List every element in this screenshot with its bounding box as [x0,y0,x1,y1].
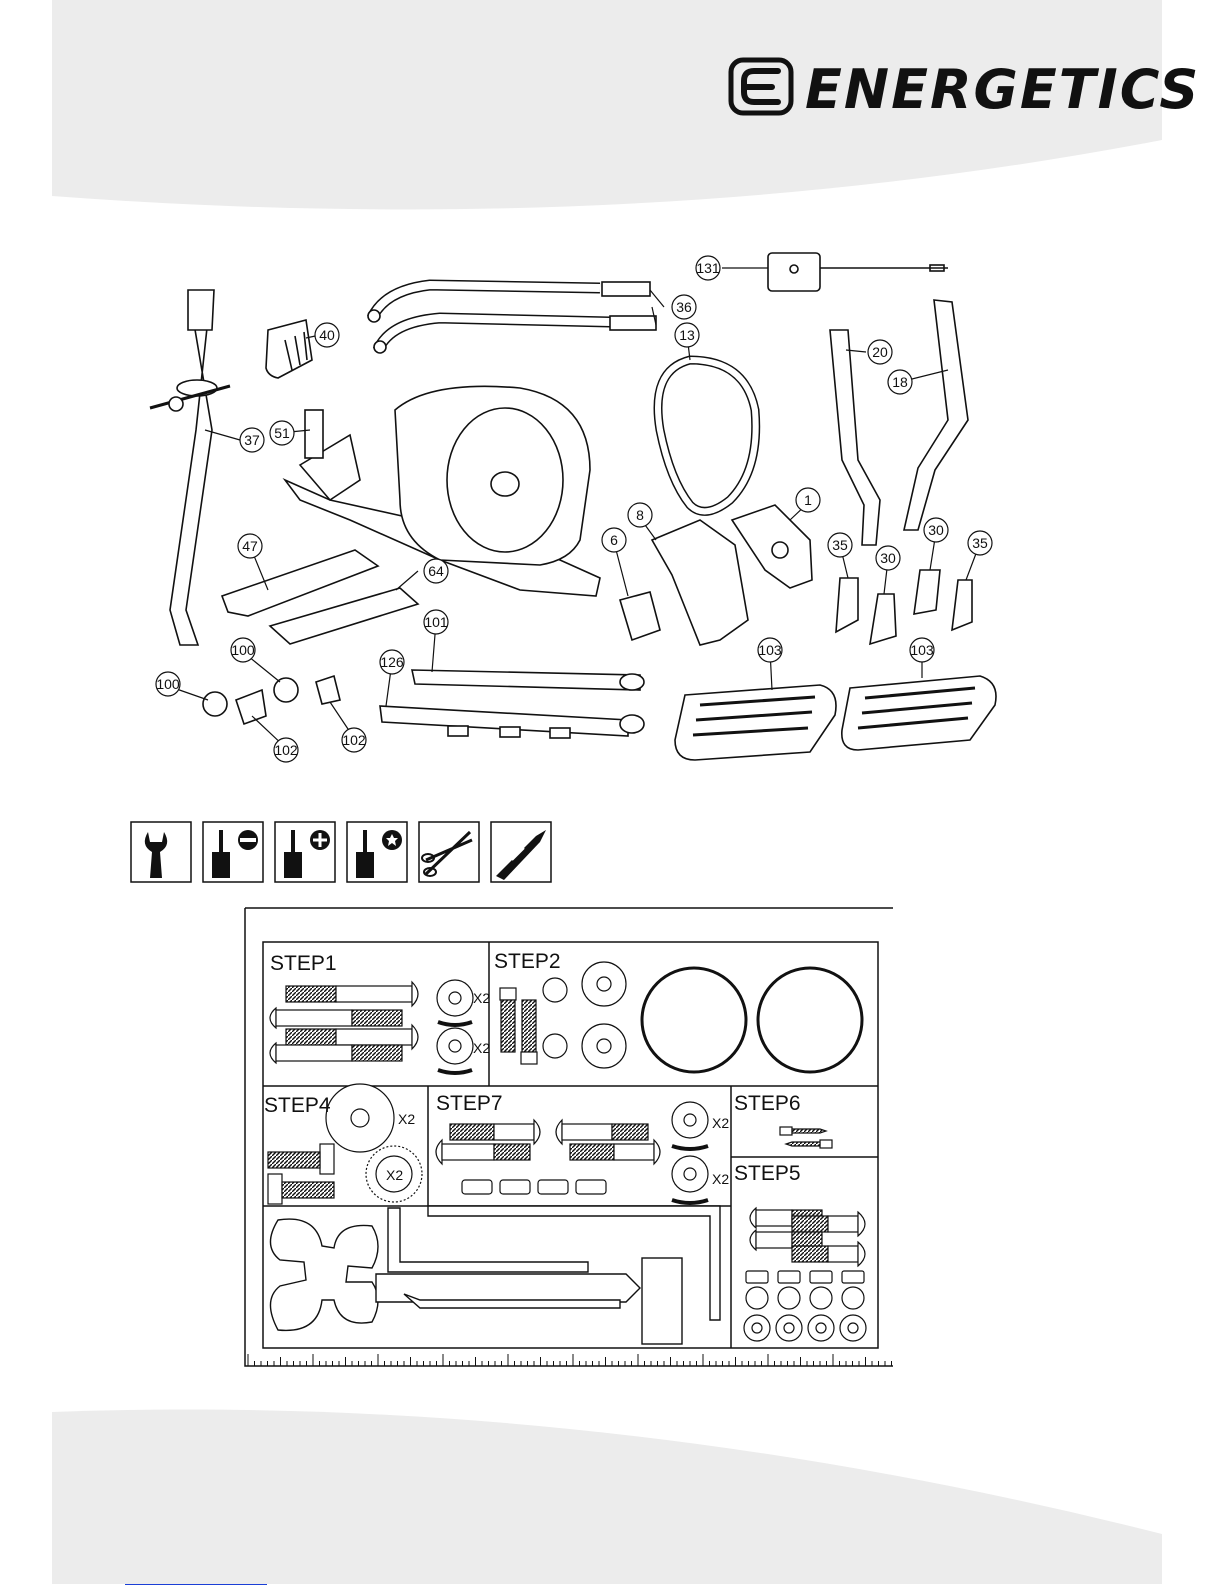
step4-label: STEP4 [264,1094,331,1117]
footer-link-underline[interactable] [125,1566,267,1585]
step2-hardware [500,962,862,1072]
phillips-screwdriver-icon [275,822,335,882]
callout-30-right: 30 [928,522,944,538]
part-101-pedal-rail [412,670,640,690]
callout-51: 51 [274,425,290,441]
step5-hardware [744,1208,866,1341]
part-37-front-post [170,300,212,645]
callout-1: 1 [804,492,812,508]
qty-step1-a: X2 [473,990,490,1006]
callout-126: 126 [380,654,404,670]
step1-hardware [270,980,473,1073]
part-6-bracket [620,592,660,640]
step5-label: STEP5 [734,1162,801,1185]
torx-screwdriver-icon [347,822,407,882]
footer-band [52,1410,1162,1584]
callout-47: 47 [242,538,258,554]
allen-key-large [388,1208,588,1272]
callout-64: 64 [428,563,444,579]
callout-35-left: 35 [832,537,848,553]
qty-step7-a: X2 [712,1115,729,1131]
tool-icons-row [131,822,551,882]
callout-30-left: 30 [880,550,896,566]
step6-label: STEP6 [734,1092,801,1115]
step6-hardware [780,1127,832,1148]
part-18-arm [904,300,968,530]
part-35-right [952,580,972,630]
part-100-roller-left [203,692,227,716]
part-102-bracket-right [316,676,340,704]
qty-step4-b: X2 [386,1167,403,1183]
part-8-console-mast [652,520,748,645]
tool-kit-hardware [270,1206,720,1344]
callout-103-left: 103 [758,642,782,658]
qty-step4-a: X2 [398,1111,415,1127]
part-35-left [836,578,858,632]
part-100-roller-right [274,678,298,702]
callout-102-right: 102 [342,732,366,748]
ruler-scale [248,1354,892,1366]
callout-101: 101 [424,614,448,630]
callout-18: 18 [892,374,908,390]
scissors-icon [419,822,479,882]
callout-100-right: 100 [231,642,255,658]
callout-102-left: 102 [274,742,298,758]
wrench-icon [131,822,191,882]
screwdriver-handle [642,1258,682,1344]
step-labels: STEP1 STEP2 STEP4 STEP7 STEP6 STEP5 [264,950,801,1185]
callout-37: 37 [244,432,260,448]
flat-screwdriver-icon [203,822,263,882]
qty-step7-b: X2 [712,1171,729,1187]
callout-13: 13 [679,327,695,343]
callout-6: 6 [610,532,618,548]
callout-103-right: 103 [910,642,934,658]
callout-131: 131 [696,260,720,276]
exploded-parts-diagram [150,253,996,760]
spanner-tool [270,1219,378,1330]
callout-40: 40 [319,327,335,343]
callout-36: 36 [676,299,692,315]
part-51-tube [305,410,323,458]
brand-name: ENERGETICS [805,58,1200,121]
part-30-left [870,594,896,644]
part-20-arm [830,330,880,545]
part-131-adapter [768,253,820,291]
step7-hardware [436,1102,708,1203]
callout-20: 20 [872,344,888,360]
callout-100-left: 100 [156,676,180,692]
step7-label: STEP7 [436,1092,503,1115]
qty-step1-b: X2 [473,1040,490,1056]
step2-label: STEP2 [494,950,561,973]
utility-knife-icon [491,822,551,882]
part-102-bracket-left [236,690,266,724]
callout-35-right: 35 [972,535,988,551]
callout-8: 8 [636,507,644,523]
step1-label: STEP1 [270,952,337,975]
part-30-right [914,570,940,614]
